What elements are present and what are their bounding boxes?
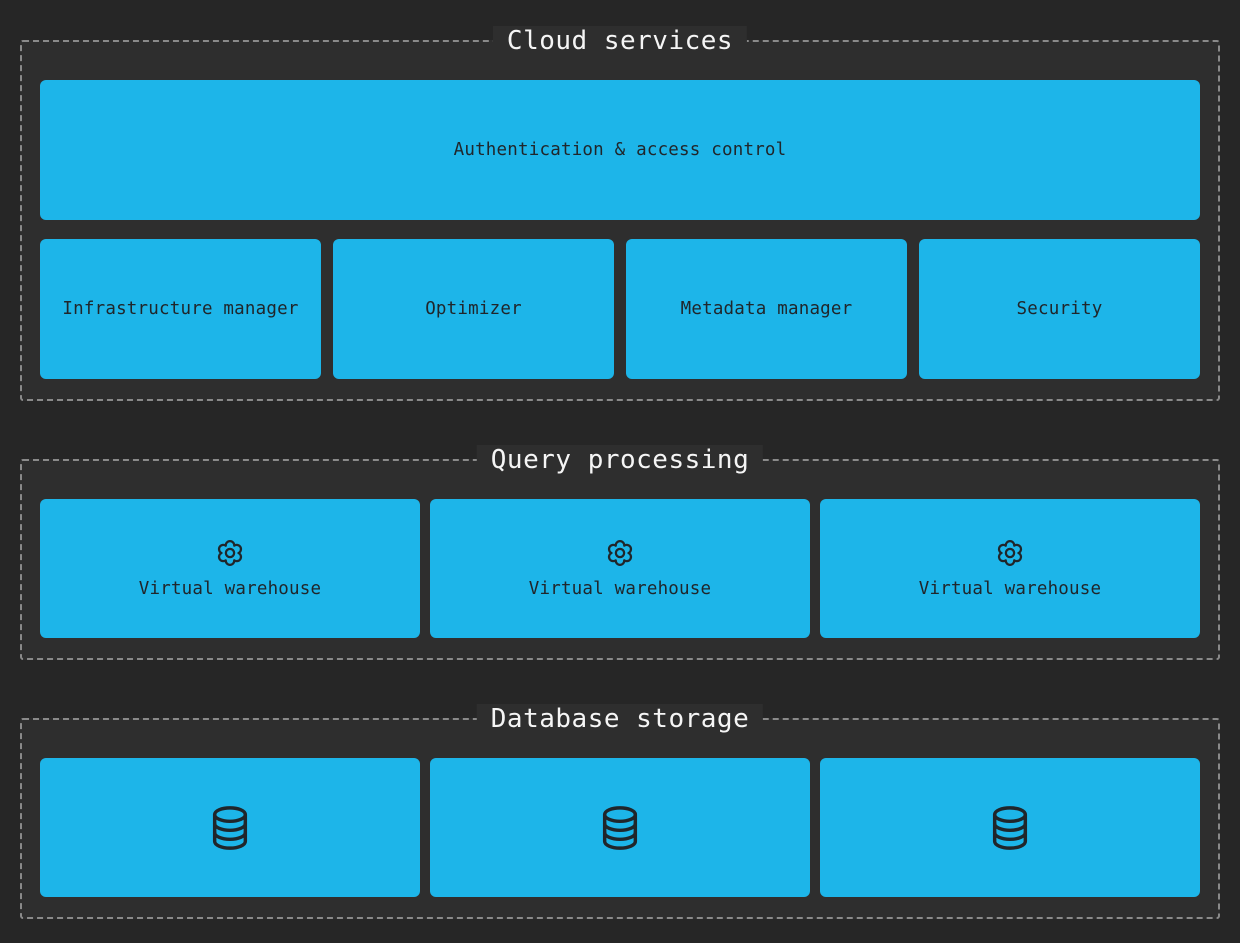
node-optimizer: Optimizer <box>333 239 614 379</box>
cloud-services-row: Infrastructure manager Optimizer Metadat… <box>40 239 1200 379</box>
database-storage-row <box>40 758 1200 897</box>
node-label: Security <box>1016 299 1103 319</box>
node-label: Authentication & access control <box>453 140 787 160</box>
node-database-1 <box>40 758 420 897</box>
node-label: Virtual warehouse <box>138 579 322 599</box>
section-cloud-services: Cloud services Authentication & access c… <box>20 26 1220 401</box>
gear-icon <box>215 538 245 568</box>
section-title-database-storage: Database storage <box>476 704 764 735</box>
node-metadata-manager: Metadata manager <box>626 239 907 379</box>
section-title-query-processing: Query processing <box>476 445 764 476</box>
database-icon <box>207 801 253 855</box>
section-database-storage: Database storage <box>20 704 1220 919</box>
node-label: Metadata manager <box>680 299 853 319</box>
node-label: Infrastructure manager <box>62 299 299 319</box>
node-authentication-access-control: Authentication & access control <box>40 80 1200 220</box>
gear-icon <box>995 538 1025 568</box>
section-title-cloud-services: Cloud services <box>492 26 748 57</box>
node-security: Security <box>919 239 1200 379</box>
node-label: Optimizer <box>425 299 522 319</box>
node-virtual-warehouse-3: Virtual warehouse <box>820 499 1200 638</box>
database-icon <box>597 801 643 855</box>
section-query-processing: Query processing Virtual warehouse <box>20 445 1220 660</box>
node-database-2 <box>430 758 810 897</box>
node-virtual-warehouse-2: Virtual warehouse <box>430 499 810 638</box>
node-database-3 <box>820 758 1200 897</box>
query-processing-row: Virtual warehouse Virtual warehouse <box>40 499 1200 638</box>
node-infrastructure-manager: Infrastructure manager <box>40 239 321 379</box>
node-label: Virtual warehouse <box>918 579 1102 599</box>
node-label: Virtual warehouse <box>528 579 712 599</box>
database-icon <box>987 801 1033 855</box>
gear-icon <box>605 538 635 568</box>
node-virtual-warehouse-1: Virtual warehouse <box>40 499 420 638</box>
